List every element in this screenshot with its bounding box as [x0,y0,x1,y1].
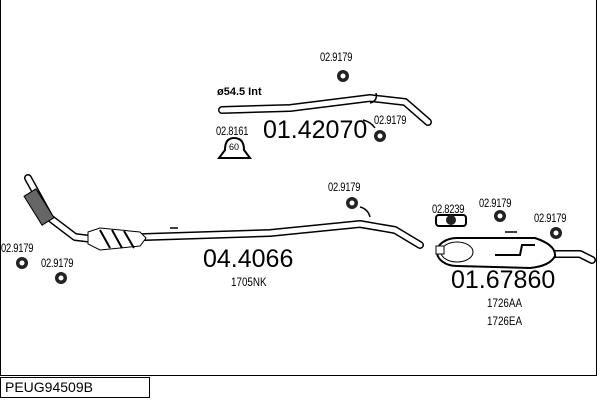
rubber-mount-label: 02.9179 [320,50,353,64]
rubber-mount-label: 02.9179 [534,211,567,225]
diagram-code: PEUG94509B [0,377,150,398]
silencer-body [456,237,557,270]
flex-section [23,188,55,226]
rear-silencer-part-number: 01.67860 [451,266,556,294]
clamp-icon [435,214,467,227]
pipe-diameter-label: ø54.5 Int [217,86,262,98]
rubber-mount-label: 02.9179 [328,180,361,194]
middle-pipe-part-number: 01.42070 [263,116,368,144]
clamp-label: 02.8161 [216,124,249,138]
rear-silencer-ref: 1726EA [487,314,523,328]
clamp-icon [217,136,252,159]
front-pipe-part-number: 04.4066 [203,245,294,273]
rubber-mount-label: 02.9179 [374,113,407,127]
front-pipe-ref: 1705NK [231,275,267,289]
rubber-mount-label: 02.9179 [479,196,512,210]
rubber-mount-label: 02.9179 [41,256,74,270]
clamp-label: 02.8239 [432,202,465,216]
clamp-size: 60 [229,142,240,152]
rubber-mount-label: 02.9179 [1,241,34,255]
rear-silencer-ref: 1726AA [487,296,523,310]
diagram-frame [0,0,597,376]
